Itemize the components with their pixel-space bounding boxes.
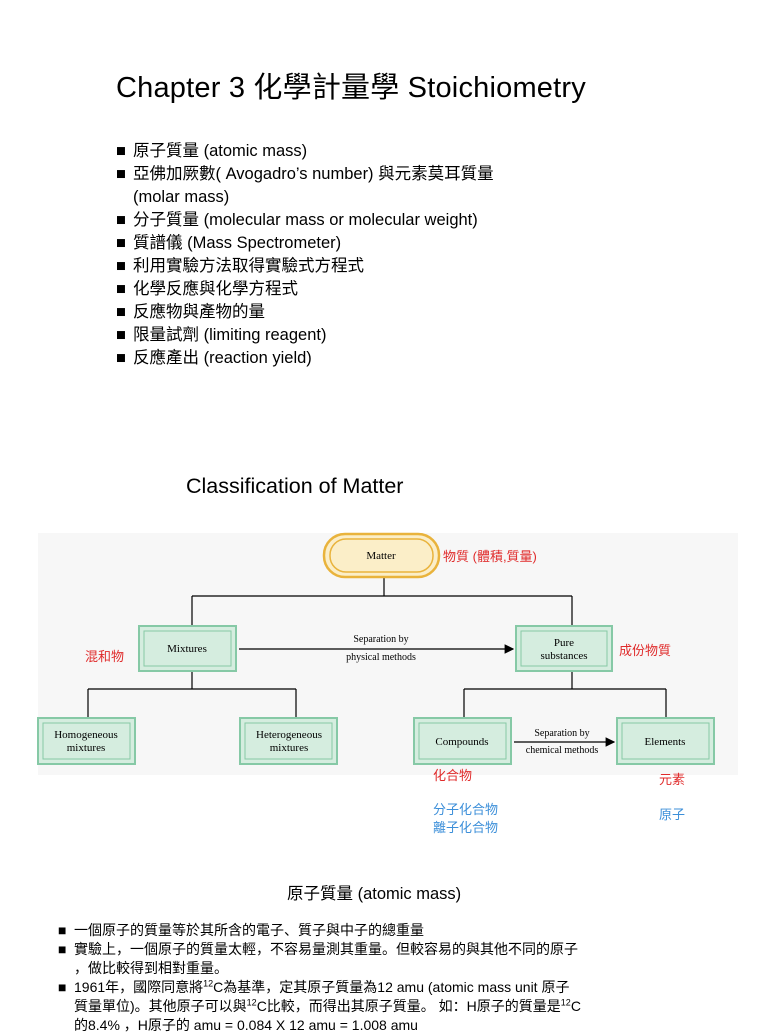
node-mixtures-box xyxy=(138,625,237,672)
note-ionic-compounds: 離子化合物 xyxy=(433,820,498,835)
list-item: ■反應產出 (reaction yield) xyxy=(116,347,494,370)
bullet-square-icon: ■ xyxy=(58,922,67,938)
classification-diagram: Matter Mixtures Pure substances Homogene… xyxy=(37,532,738,835)
bullet-square-icon: ■ xyxy=(116,234,126,252)
bullet-square-icon: ■ xyxy=(116,303,126,321)
node-hetero-label-2: mixtures xyxy=(270,742,309,754)
node-homo-label-1: Homogeneous xyxy=(54,729,118,741)
node-pure-label-1: Pure xyxy=(554,637,574,649)
physical-arrow-label-2: physical methods xyxy=(346,652,416,663)
list-item: ■ 1961年，國際同意將12C為基準，定其原子質量為12 amu (atomi… xyxy=(58,978,581,1033)
node-pure-label-2: substances xyxy=(540,650,587,662)
page-title: Chapter 3 化學計量學 Stoichiometry xyxy=(116,72,586,104)
list-item: ■利用實驗方法取得實驗式方程式 xyxy=(116,255,494,278)
list-item: ■反應物與產物的量 xyxy=(116,301,494,324)
node-homo-label-2: mixtures xyxy=(67,742,106,754)
node-mixtures-label: Mixtures xyxy=(167,643,207,655)
node-compounds-inner xyxy=(418,722,507,760)
physical-arrow-label-1: Separation by xyxy=(353,634,408,645)
node-hetero-box xyxy=(239,717,338,765)
node-mixtures-inner xyxy=(143,630,232,667)
chemical-arrow-label-1: Separation by xyxy=(534,728,589,739)
node-compounds-label: Compounds xyxy=(435,736,488,748)
note-pure: 成份物質 xyxy=(619,643,671,658)
list-item: ■ 實驗上，一個原子的質量太輕，不容易量測其重量。但較容易的與其他不同的原子 ，… xyxy=(58,941,578,976)
node-elements-box xyxy=(616,717,715,765)
node-matter-box xyxy=(322,532,441,579)
list-item: ■化學反應與化學方程式 xyxy=(116,278,494,301)
note-mixtures: 混和物 xyxy=(85,649,124,664)
list-item-continuation: (molar mass) xyxy=(133,188,230,206)
list-item: ■原子質量 (atomic mass) xyxy=(116,140,494,163)
node-pure-box xyxy=(515,625,613,672)
node-homogeneous-mixtures: Homogeneous mixtures xyxy=(37,717,136,765)
node-homo-box xyxy=(37,717,136,765)
node-elements-inner xyxy=(621,722,710,760)
list-item: ■分子質量 (molecular mass or molecular weigh… xyxy=(116,209,494,232)
note-matter: 物質 (體積,質量) xyxy=(443,549,537,564)
bullet-square-icon: ■ xyxy=(58,941,67,957)
bullet-square-icon: ■ xyxy=(116,326,126,344)
bullet-square-icon: ■ xyxy=(116,280,126,298)
atomic-mass-paragraphs: ■ 一個原子的質量等於其所含的電子、質子與中子的總重量 ■ 實驗上，一個原子的質… xyxy=(58,921,738,1035)
bullet-square-icon: ■ xyxy=(116,349,126,367)
node-hetero-inner xyxy=(244,722,333,760)
node-compounds-box xyxy=(413,717,512,765)
node-pure-inner xyxy=(520,630,608,667)
node-elements: Elements xyxy=(616,717,715,765)
note-molecular-compounds: 分子化合物 xyxy=(433,802,498,817)
bullet-square-icon: ■ xyxy=(58,979,67,995)
bullet-square-icon: ■ xyxy=(116,211,126,229)
chemical-arrow-label-2: chemical methods xyxy=(526,745,599,756)
note-elements: 元素 xyxy=(659,772,685,787)
list-item: ■亞佛加厥數( Avogadro’s number) 與元素莫耳質量 xyxy=(116,163,494,186)
chapter-outline: ■原子質量 (atomic mass) ■亞佛加厥數( Avogadro’s n… xyxy=(116,140,494,370)
node-heterogeneous-mixtures: Heterogeneous mixtures xyxy=(239,717,338,765)
node-compounds: Compounds xyxy=(413,717,512,765)
node-matter-inner xyxy=(329,538,434,573)
note-compounds: 化合物 xyxy=(433,768,472,783)
node-pure-substances: Pure substances xyxy=(515,625,613,672)
node-matter: Matter xyxy=(322,532,441,579)
node-homo-inner xyxy=(42,722,131,760)
note-atom: 原子 xyxy=(659,807,685,822)
list-item: ■質譜儀 (Mass Spectrometer) xyxy=(116,232,494,255)
section-title-classification: Classification of Matter xyxy=(186,474,404,498)
node-matter-label: Matter xyxy=(366,550,396,562)
bullet-square-icon: ■ xyxy=(116,257,126,275)
node-hetero-label-1: Heterogeneous xyxy=(256,729,322,741)
node-elements-label: Elements xyxy=(645,736,686,748)
bullet-square-icon: ■ xyxy=(116,165,126,183)
connector-lines xyxy=(87,577,667,718)
list-item: ■限量試劑 (limiting reagent) xyxy=(116,324,494,347)
bullet-square-icon: ■ xyxy=(116,142,126,160)
section-title-atomic-mass: 原子質量 (atomic mass) xyxy=(287,885,462,903)
node-mixtures: Mixtures xyxy=(138,625,237,672)
list-item: ■ 一個原子的質量等於其所含的電子、質子與中子的總重量 xyxy=(58,922,424,938)
